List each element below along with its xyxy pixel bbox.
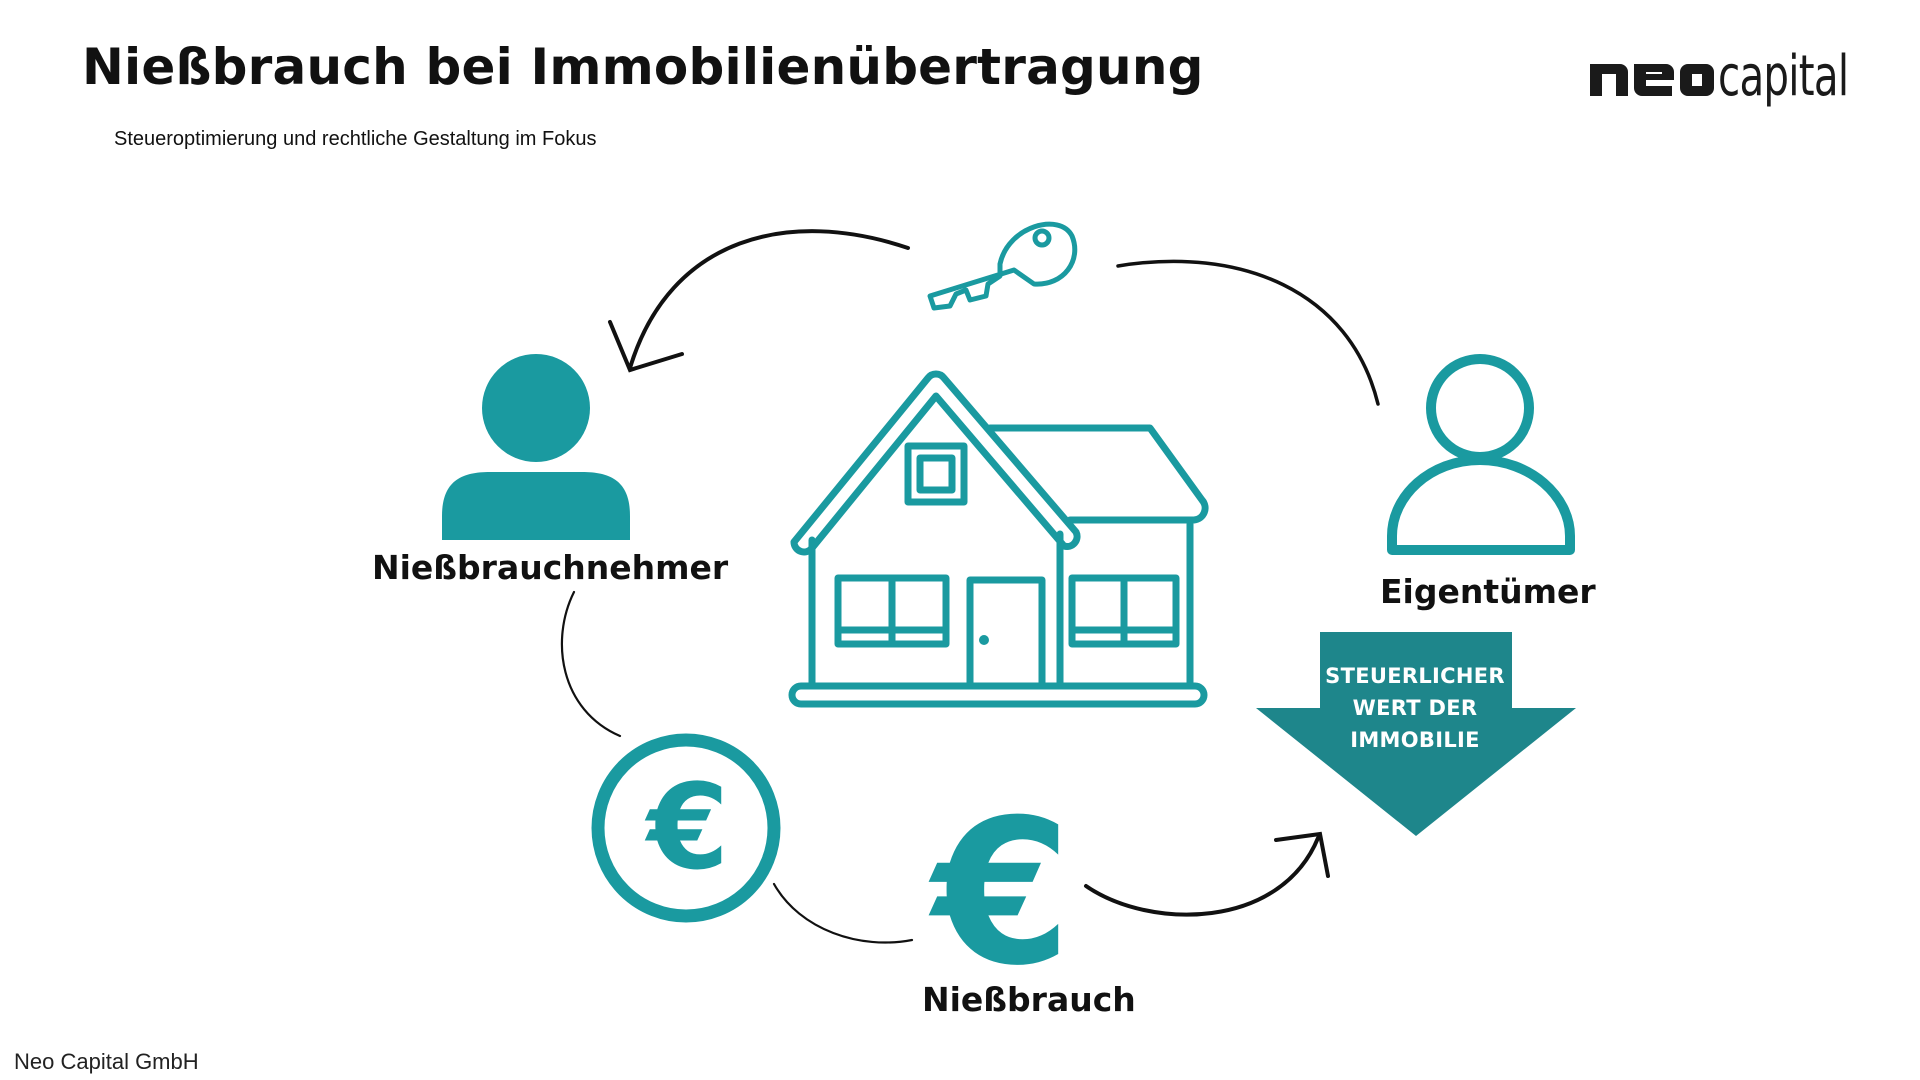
- neo-capital-logo: neo capital: [1590, 44, 1880, 122]
- label-beneficiary: Nießbrauchnehmer: [372, 548, 729, 587]
- euro-icon: €: [928, 777, 1071, 1010]
- person-outline-icon: [1387, 354, 1575, 555]
- label-owner: Eigentümer: [1380, 572, 1596, 611]
- house-door-knob: [979, 635, 989, 645]
- tax-value-label: STEUERLICHER WERT DER IMMOBILIE: [1310, 660, 1520, 756]
- euro-coin-icon: €: [591, 733, 781, 923]
- tax-value-down-arrow: [1256, 632, 1576, 836]
- tax-value-line-3: IMMOBILIE: [1350, 728, 1480, 752]
- arrow-euro-to-value: [1084, 831, 1330, 917]
- page-subtitle: Steueroptimierung und rechtliche Gestalt…: [114, 128, 597, 150]
- person-filled-icon: [442, 354, 630, 540]
- svg-text:€: €: [644, 758, 729, 896]
- tax-value-line-2: WERT DER: [1352, 696, 1478, 720]
- logo-capital-text: capital: [1718, 44, 1849, 109]
- arc-key-to-owner: [1116, 259, 1380, 406]
- label-usufruct: Nießbrauch: [922, 980, 1136, 1019]
- page-title: Nießbrauch bei Immobilienübertragung: [82, 38, 1204, 96]
- footer-company: Neo Capital GmbH: [14, 1049, 199, 1074]
- arc-beneficiary-to-coin: [560, 590, 622, 738]
- house-icon: [788, 370, 1209, 708]
- tax-value-line-1: STEUERLICHER: [1325, 664, 1505, 688]
- arrow-key-to-beneficiary: [608, 229, 910, 373]
- key-icon: [927, 221, 1078, 311]
- arc-coin-to-euro: [772, 882, 914, 944]
- logo-neo-wordmark: [1590, 64, 1714, 96]
